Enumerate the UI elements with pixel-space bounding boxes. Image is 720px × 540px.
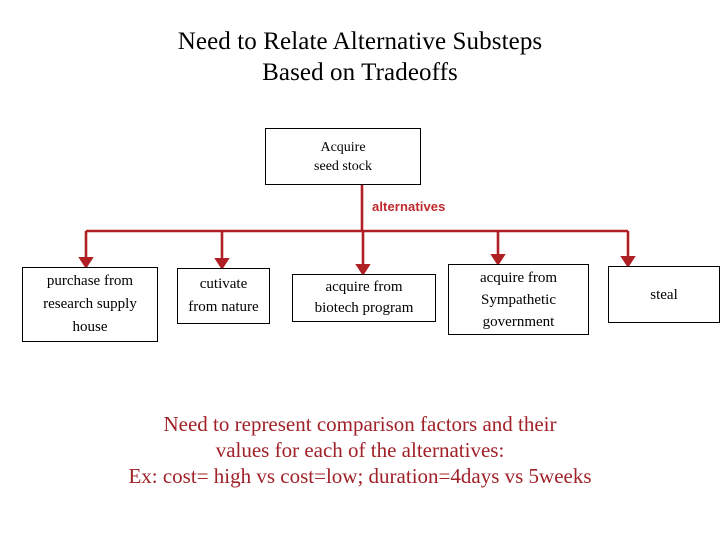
node-alt-2-line-2: biotech program <box>314 300 414 316</box>
node-alt-3-line-3: government <box>482 313 555 330</box>
node-alt-1-line-1: cutivate <box>199 276 248 292</box>
node-alternative-acquire-from-biotech-program[interactable]: acquire from biotech program <box>292 274 436 322</box>
node-alt-4-line-1: steal <box>650 286 678 303</box>
node-alt-0-line-1: purchase from <box>46 273 134 289</box>
node-alt-3-line-1: acquire from <box>479 269 558 286</box>
node-root-line-1: Acquire <box>320 139 366 155</box>
node-alt-3-line-2: Sympathetic <box>481 291 556 308</box>
node-alt-0-line-3: house <box>72 319 108 335</box>
node-alt-2-line-1: acquire from <box>325 279 403 295</box>
node-root-line-2: seed stock <box>314 158 372 174</box>
node-alternative-purchase-from-research-supply-house[interactable]: purchase from research supply house <box>22 267 158 342</box>
footnote-block: Need to represent comparison factors and… <box>60 411 660 489</box>
footnote-line-1: Need to represent comparison factors and… <box>163 412 557 436</box>
node-alternative-acquire-from-sympathetic-government[interactable]: acquire from Sympathetic government <box>448 264 589 335</box>
footnote-line-2: values for each of the alternatives: <box>215 438 505 462</box>
page-title-line-1: Need to Relate Alternative Substeps <box>177 28 543 55</box>
node-alternative-cultivate-from-nature[interactable]: cutivate from nature <box>177 268 270 324</box>
node-alternative-steal[interactable]: steal <box>608 266 720 323</box>
edge-label-alternatives: alternatives <box>372 199 446 214</box>
page-title-line-2: Based on Tradeoffs <box>262 59 458 86</box>
node-alt-1-line-2: from nature <box>188 299 259 315</box>
page-title: Need to Relate Alternative Substeps Base… <box>60 26 660 88</box>
footnote-line-3: Ex: cost= high vs cost=low; duration=4da… <box>128 464 592 488</box>
node-acquire-seed-stock[interactable]: Acquire seed stock <box>265 128 421 185</box>
node-alt-0-line-2: research supply <box>43 296 137 312</box>
